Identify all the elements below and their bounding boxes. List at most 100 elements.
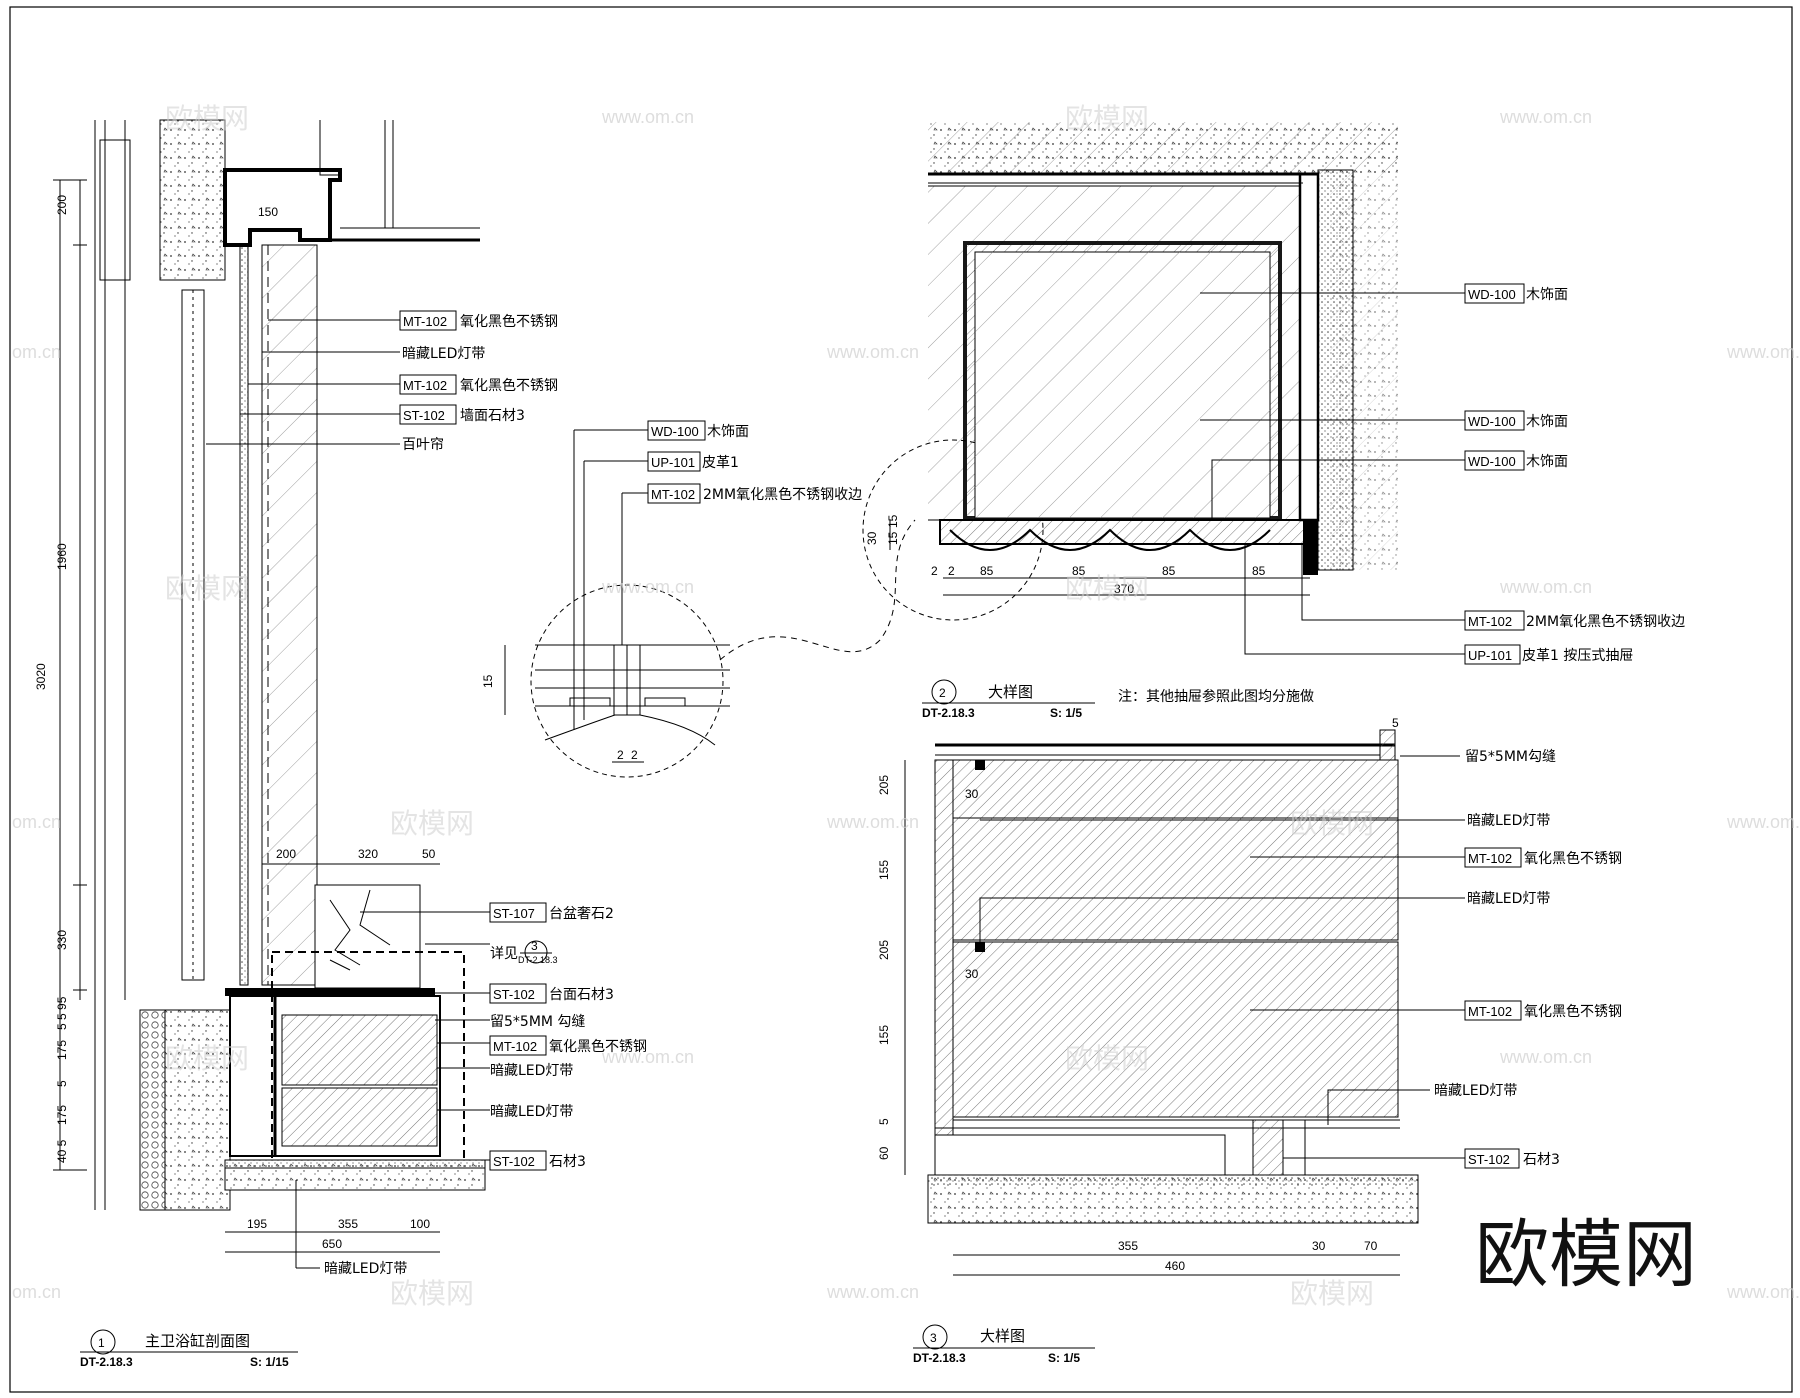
watermarks: 欧模网 www.om.cn 欧模网 www.om.cn om.cn www.om… (12, 102, 1800, 1310)
drawing2-title: 大样图 (988, 683, 1033, 701)
watermark-brand: 欧模网 (390, 807, 474, 840)
watermark-url-partial: om.cn (12, 812, 61, 832)
detail-mt102-text: 2MM氧化黑色不锈钢收边 (703, 486, 862, 503)
watermark-brand: 欧模网 (1065, 1042, 1149, 1075)
watermark-brand: 欧模网 (1065, 572, 1149, 605)
cabinet-body (229, 995, 441, 1157)
drawer-upper (281, 1014, 438, 1086)
d2-wd100-a-text: 木饰面 (1526, 287, 1568, 303)
detail-ref-number: 3 (531, 939, 538, 953)
watermark-url: www.om.cn (1499, 577, 1592, 597)
callout-mt102-c-code: MT-102 (493, 1039, 537, 1054)
d2-dim-85d: 85 (1252, 564, 1266, 578)
d3-st102-code: ST-102 (1468, 1152, 1510, 1167)
d3-led-c: 暗藏LED灯带 (1434, 1083, 1517, 1099)
dim-5: 5 (55, 1080, 69, 1087)
drawing2-note: 注：其他抽屉参照此图均分施做 (1118, 688, 1314, 705)
watermark-url-partial: om.cn (12, 1282, 61, 1302)
callout-groove: 留5*5MM 勾缝 (490, 1014, 585, 1030)
callout-st102-bot-code: ST-102 (493, 1154, 535, 1169)
dim-counter-50: 50 (422, 847, 436, 861)
elevation-drawing-3: 30 30 205 155 205 155 5 60 5 355 30 70 4… (877, 716, 1622, 1365)
d3-dim-30: 30 (1312, 1239, 1326, 1253)
watermark-url-partial: om.cn (12, 342, 61, 362)
d2-dim-85b: 85 (1072, 564, 1086, 578)
drawing2-scale: S: 1/5 (1050, 706, 1082, 720)
drawing3-scale: S: 1/5 (1048, 1351, 1080, 1365)
upper-panel (952, 759, 1399, 941)
d2-dim-15b: 15 (886, 514, 900, 528)
watermark-url: www.om.cn (1726, 342, 1800, 362)
detail-dim-2a: 2 (617, 748, 624, 762)
d3-dim-70: 70 (1364, 1239, 1378, 1253)
d2-dim-85c: 85 (1162, 564, 1176, 578)
callout-st107-text: 台盆奢石2 (549, 906, 614, 922)
d2-wd100-b-code: WD-100 (1468, 414, 1516, 429)
d3-dim-155b: 155 (877, 1025, 891, 1045)
watermark-url: www.om.cn (826, 342, 919, 362)
callout-st107-code: ST-107 (493, 906, 535, 921)
d2-dim-30: 30 (865, 531, 879, 545)
watermark-url: www.om.cn (1499, 107, 1592, 127)
d3-dim-top-5: 5 (1392, 716, 1399, 730)
dim-650: 650 (322, 1237, 342, 1251)
d3-inner-30b: 30 (965, 967, 979, 981)
d2-dim-370: 370 (1114, 582, 1134, 596)
d3-inner-30a: 30 (965, 787, 979, 801)
d3-dim-355: 355 (1118, 1239, 1138, 1253)
site-logo: 欧模网 (1475, 1212, 1697, 1298)
callout-mt102-b-text: 氧化黑色不锈钢 (460, 377, 558, 394)
watermark-url: www.om.cn (601, 107, 694, 127)
d2-up101-code: UP-101 (1468, 648, 1512, 663)
detail-wd100-code: WD-100 (651, 424, 699, 439)
callout-st102-bot-text: 石材3 (549, 1154, 586, 1170)
watermark-brand: 欧模网 (1290, 807, 1374, 840)
d2-dim-15a: 15 (886, 531, 900, 545)
detail-mt102-code: MT-102 (651, 487, 695, 502)
callout-see-detail: 详见 (490, 946, 518, 962)
watermark-url: www.om.cn (1726, 812, 1800, 832)
callout-mt102-c-text: 氧化黑色不锈钢 (549, 1038, 647, 1055)
d2-dim-2b: 2 (948, 564, 955, 578)
detail-dim-15: 15 (481, 674, 495, 688)
dim-3020: 3020 (34, 663, 48, 690)
dim-40-5: 40 5 (55, 1139, 69, 1163)
section-drawing-1: 200 1960 3020 330 5 5 95 175 5 175 40 5 … (34, 119, 647, 1369)
watermark-brand: 欧模网 (390, 1277, 474, 1310)
callout-led-b: 暗藏LED灯带 (490, 1063, 573, 1079)
plan-drawing-2: 2 2 85 85 85 85 370 30 15 15 WD-100 木饰面 … (865, 122, 1685, 720)
drawing1-sheet: DT-2.18.3 (80, 1355, 133, 1369)
drawing1-scale: S: 1/15 (250, 1355, 289, 1369)
callout-st102-top-code: ST-102 (493, 987, 535, 1002)
d2-up101-text: 皮革1 按压式抽屉 (1522, 648, 1633, 664)
watermark-url: www.om.cn (826, 812, 919, 832)
drawing2-number: 2 (939, 686, 946, 700)
drawing1-number: 1 (98, 1336, 105, 1350)
watermark-brand: 欧模网 (1065, 102, 1149, 135)
callout-st102-top-text: 台面石材3 (549, 987, 614, 1003)
dim-5-5-95: 5 5 95 (55, 996, 69, 1030)
d3-led-a: 暗藏LED灯带 (1467, 813, 1550, 829)
d3-mt102-a-text: 氧化黑色不锈钢 (1524, 850, 1622, 867)
dim-counter-320: 320 (358, 847, 378, 861)
d3-dim-205b: 205 (877, 940, 891, 960)
dim-1960: 1960 (55, 543, 69, 570)
bottom-led-label: 暗藏LED灯带 (324, 1261, 407, 1277)
wall-stone (261, 244, 318, 986)
detail-wd100-text: 木饰面 (707, 424, 749, 440)
dim-100: 100 (410, 1217, 430, 1231)
callout-mt102-b-code: MT-102 (403, 378, 447, 393)
drawing2-sheet: DT-2.18.3 (922, 706, 975, 720)
d2-wd100-b-text: 木饰面 (1526, 414, 1568, 430)
watermark-url: www.om.cn (601, 1047, 694, 1067)
d3-dim-205a: 205 (877, 775, 891, 795)
dim-355: 355 (338, 1217, 358, 1231)
d2-mt102-text: 2MM氧化黑色不锈钢收边 (1526, 613, 1685, 630)
watermark-url: www.om.cn (1726, 1282, 1800, 1302)
d3-dim-60: 60 (877, 1146, 891, 1160)
d3-mt102-b-text: 氧化黑色不锈钢 (1524, 1003, 1622, 1020)
drawing1-title: 主卫浴缸剖面图 (145, 1332, 250, 1350)
watermark-brand: 欧模网 (165, 1042, 249, 1075)
detail-circle: WD-100 木饰面 UP-101 皮革1 MT-102 2MM氧化黑色不锈钢收… (481, 420, 1044, 778)
